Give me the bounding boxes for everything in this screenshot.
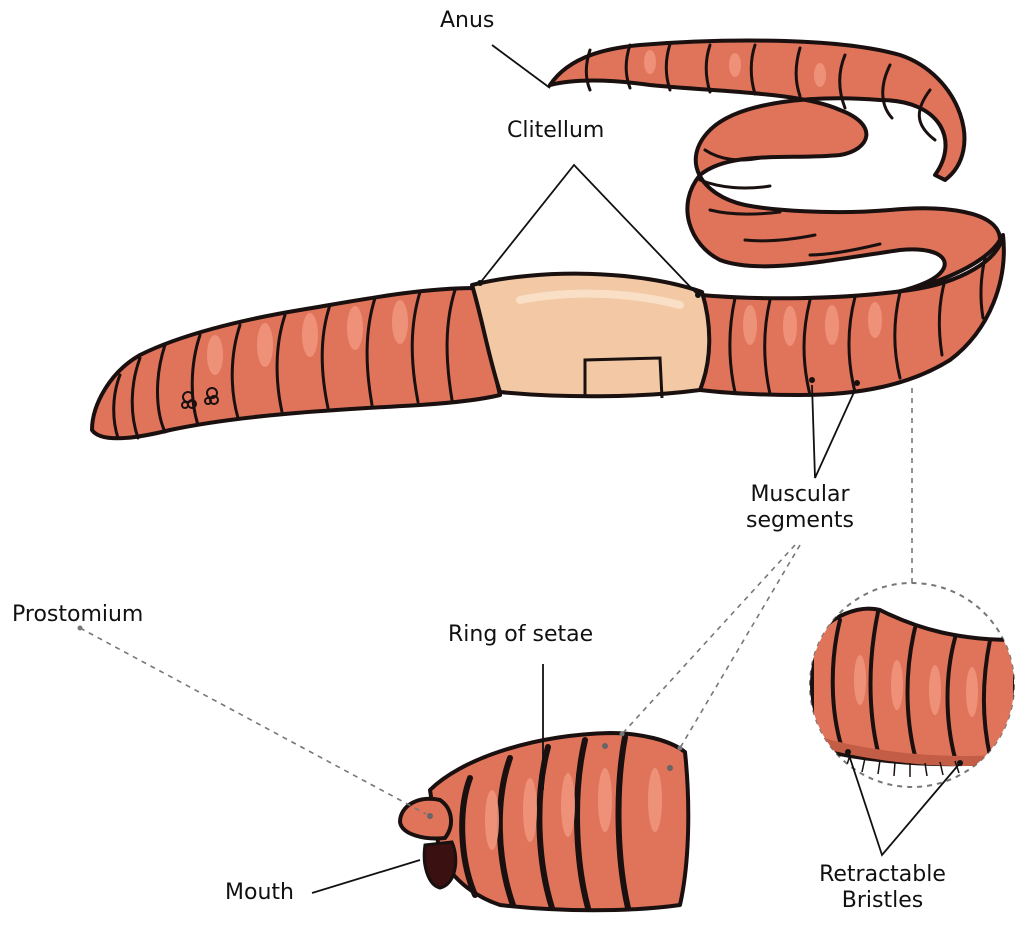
- label-muscular-segments: Muscular segments: [735, 482, 865, 535]
- bristles-zoom-circle: [810, 583, 1015, 787]
- label-retractable-bristles-line2: Bristles: [800, 888, 965, 914]
- label-mouth: Mouth: [225, 880, 294, 906]
- label-anus: Anus: [440, 8, 494, 34]
- dashed-leader-lines: [80, 385, 912, 814]
- worm-tail-loop: [550, 41, 1000, 306]
- worm-front-section: [92, 288, 500, 438]
- label-muscular-segments-line1: Muscular: [735, 482, 865, 508]
- label-muscular-segments-line2: segments: [735, 508, 865, 534]
- label-ring-of-setae: Ring of setae: [448, 622, 593, 648]
- mouth-opening: [424, 842, 456, 888]
- label-retractable-bristles-line1: Retractable: [800, 862, 965, 888]
- label-clitellum: Clitellum: [507, 118, 604, 144]
- worm-head-closeup: [400, 733, 688, 910]
- worm-body: [92, 41, 1004, 439]
- label-retractable-bristles: Retractable Bristles: [800, 862, 965, 915]
- label-prostomium: Prostomium: [12, 602, 143, 628]
